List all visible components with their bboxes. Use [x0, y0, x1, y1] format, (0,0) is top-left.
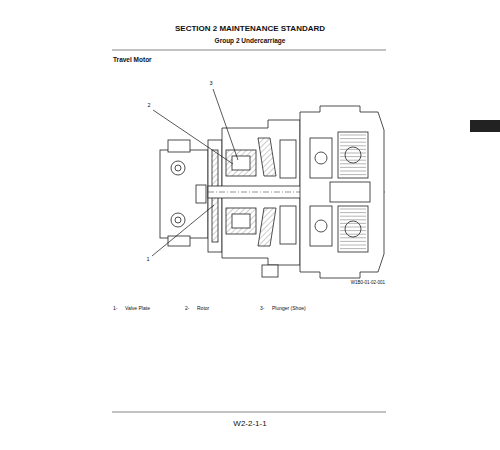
figure-heading: Travel Motor — [113, 56, 152, 63]
part-name: Rotor — [197, 306, 209, 312]
part-name: Plunger (Shoe) — [272, 306, 306, 312]
callout-number: 1 — [146, 256, 149, 262]
header-rule — [112, 50, 386, 51]
legend-number: 1- — [113, 306, 117, 312]
section-subtitle: Group 2 Undercarriage — [215, 37, 286, 44]
page-title: SECTION 2 MAINTENANCE STANDARD — [175, 24, 325, 33]
section-tab — [470, 120, 500, 132]
page-number: W2-2-1-1 — [233, 419, 266, 428]
footer-rule — [112, 412, 386, 413]
legend-number: 3- — [260, 306, 264, 312]
callout-number: 2 — [147, 102, 150, 108]
part-name: Valve Plate — [125, 306, 150, 312]
leader-lines — [152, 89, 238, 256]
motor-section — [160, 106, 385, 278]
legend-number: 2- — [185, 306, 189, 312]
figure-code: W1B0-01-02-001 — [351, 280, 385, 285]
callout-number: 3 — [209, 80, 212, 86]
